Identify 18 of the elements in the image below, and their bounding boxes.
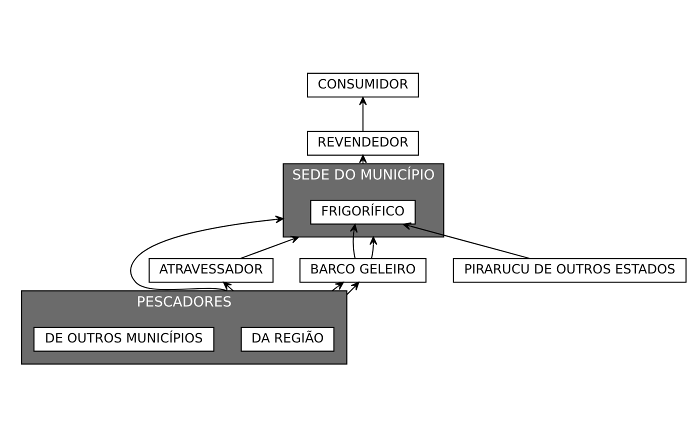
arrow xyxy=(130,214,284,291)
arrow xyxy=(350,223,358,258)
arrow xyxy=(369,236,378,258)
arrow xyxy=(346,281,360,295)
node-box: REVENDEDOR xyxy=(306,130,419,156)
arrow xyxy=(402,222,530,259)
arrow xyxy=(222,281,234,291)
arrow xyxy=(359,154,367,164)
arrow xyxy=(332,281,344,291)
node-box: CONSUMIDOR xyxy=(306,72,419,98)
arrow xyxy=(240,235,300,258)
node-box: DA REGIÃO xyxy=(240,326,334,352)
node-box: BARCO GELEIRO xyxy=(299,258,426,282)
node-box: PIRARUCU DE OUTROS ESTADOS xyxy=(452,258,687,282)
node-box: DE OUTROS MUNICÍPIOS xyxy=(33,326,214,352)
node-box: ATRAVESSADOR xyxy=(148,258,274,282)
arrow xyxy=(359,96,367,131)
node-box: FRIGORÍFICO xyxy=(310,199,416,224)
